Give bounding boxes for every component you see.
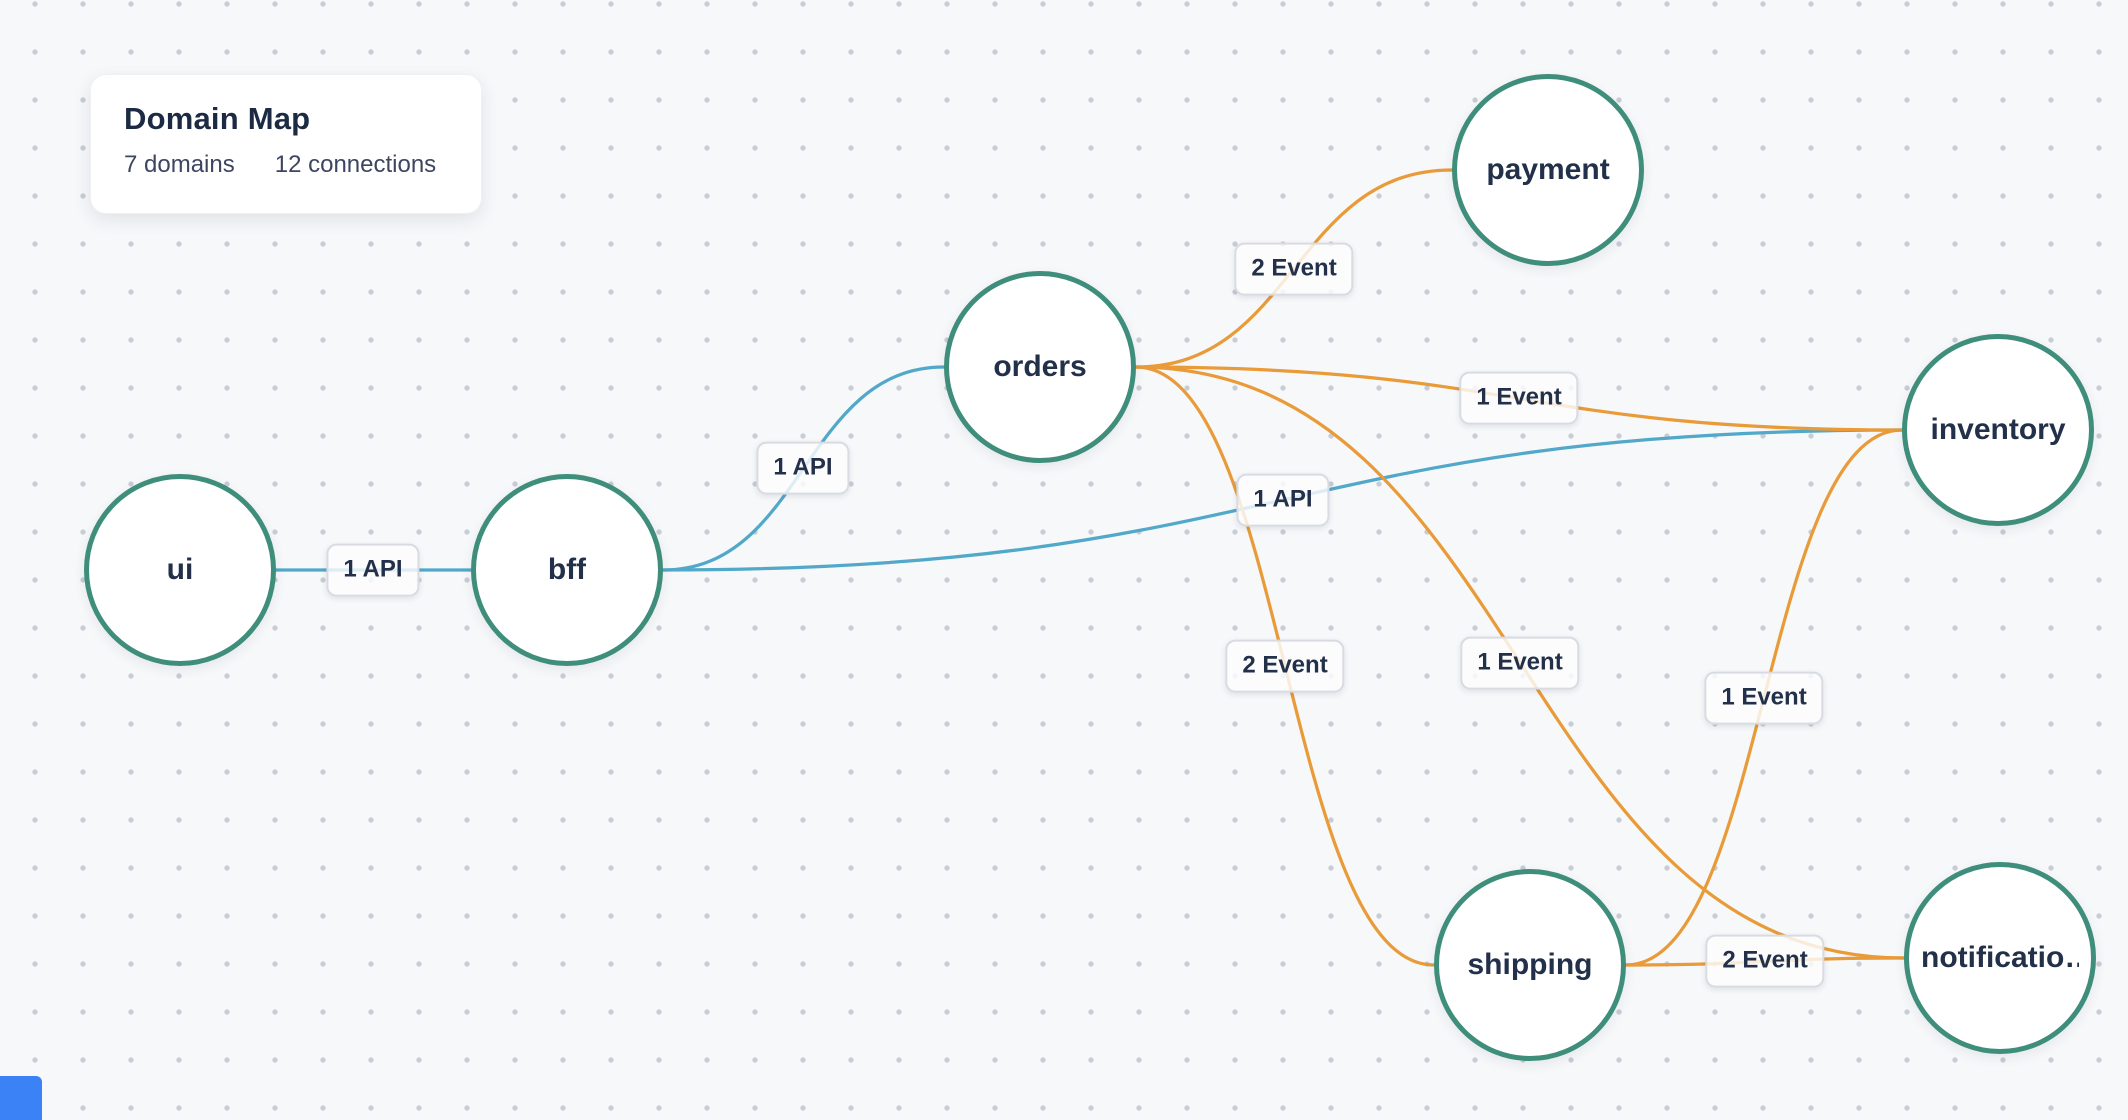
edge-label-ui-bff[interactable]: 1 API — [326, 543, 420, 597]
node-label-inventory: inventory — [1930, 413, 2066, 446]
node-orders[interactable]: orders — [944, 271, 1136, 463]
edge-label-bff-inventory[interactable]: 1 API — [1236, 473, 1330, 527]
panel-title: Domain Map — [124, 101, 311, 136]
edge-label-orders-payment[interactable]: 2 Event — [1234, 242, 1354, 296]
domain-map-panel: Domain Map 7 domains 12 connections — [90, 74, 482, 214]
edge-label-shipping-inventory[interactable]: 1 Event — [1704, 671, 1824, 725]
viewport-corner-accent — [0, 1076, 42, 1120]
node-label-bff: bff — [547, 553, 587, 586]
domains-count: 7 domains — [124, 151, 235, 178]
edge-label-orders-shipping[interactable]: 2 Event — [1225, 639, 1345, 693]
edge-label-bff-orders[interactable]: 1 API — [756, 441, 850, 495]
node-label-ui: ui — [166, 553, 194, 586]
node-label-orders: orders — [993, 350, 1087, 383]
edge-label-orders-notifications[interactable]: 1 Event — [1460, 636, 1580, 690]
node-ui[interactable]: ui — [84, 474, 276, 666]
edge-label-orders-inventory[interactable]: 1 Event — [1459, 371, 1579, 425]
node-label-shipping: shipping — [1467, 948, 1593, 981]
node-notifications[interactable]: notificatio… — [1904, 862, 2096, 1054]
panel-stats: 7 domains 12 connections — [124, 151, 448, 179]
node-bff[interactable]: bff — [471, 474, 663, 666]
node-label-payment: payment — [1486, 153, 1610, 186]
node-payment[interactable]: payment — [1452, 74, 1644, 266]
edge-label-shipping-notifications[interactable]: 2 Event — [1705, 934, 1825, 988]
node-shipping[interactable]: shipping — [1434, 869, 1626, 1061]
connections-count: 12 connections — [274, 151, 437, 178]
node-label-notifications: notificatio… — [1921, 941, 2079, 974]
node-inventory[interactable]: inventory — [1902, 334, 2094, 526]
